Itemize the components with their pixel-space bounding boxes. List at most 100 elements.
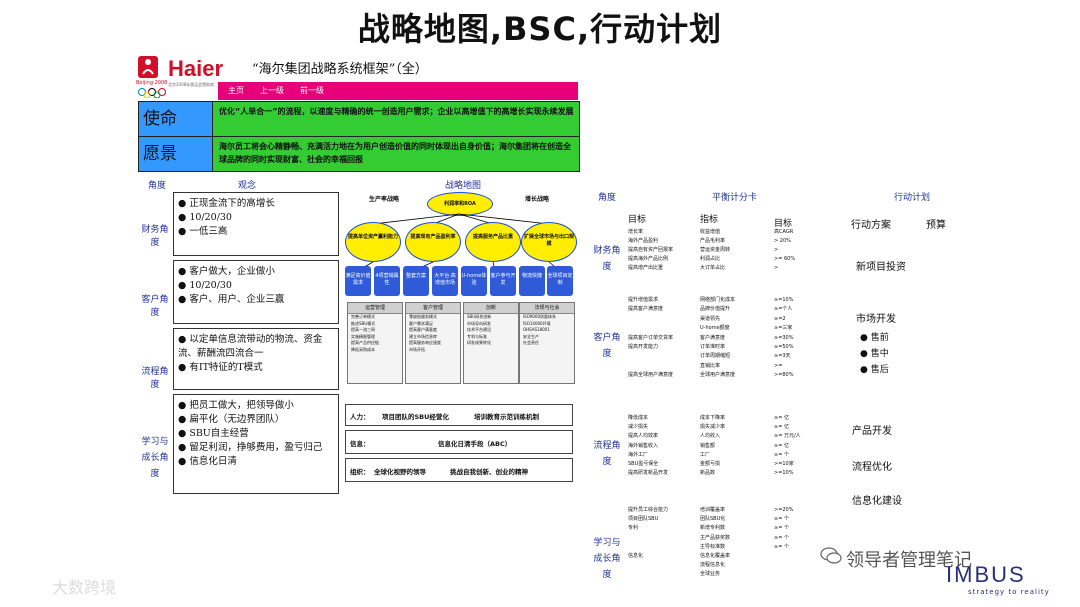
- bsc-indicator: 主产品获奖数: [700, 534, 731, 541]
- bsc-indicator: 订单周期缩短: [700, 353, 731, 360]
- vision-label: 愿景: [139, 137, 213, 171]
- bsc-indicator: 直销比率: [700, 362, 721, 369]
- strategy-map: 战略地图 生产率战略 增长战略 利润率和ROA 提高单位资产赢利能力 提高现有产…: [345, 176, 577, 506]
- bsc-target: >: [774, 265, 779, 271]
- process-box-customer: 客户管理 零缺陷服务模式 客户需求满足 提高客户满意度 建立市场信息库 提高服务…: [405, 302, 461, 384]
- view-box-customer: ● 客户做大，企业做小 ● 10/20/30 ● 客户、用户、企业三赢: [173, 260, 339, 324]
- bsc-target: >=20%: [774, 507, 794, 513]
- bsc-target: ≥=个人: [774, 306, 793, 313]
- bsc-target: ≥=3天: [774, 353, 791, 360]
- haier-logo[interactable]: Haier: [168, 56, 224, 81]
- customer-value-box: 全球项目定制: [547, 266, 573, 296]
- view-line: ● 客户做大，企业做小: [178, 266, 275, 277]
- customer-value-box: 4项营销属性: [374, 266, 400, 296]
- bsc-indicator: 新品数: [700, 470, 716, 477]
- dim-header: 角度: [148, 181, 167, 191]
- customer-value-box: U-home体验: [461, 266, 487, 296]
- action-item: 新项目投资: [856, 262, 906, 273]
- bsc-objective: 提高客户满意度: [628, 306, 664, 313]
- learning-strip-information: 信息： 信息化日清手段（ABC）: [345, 430, 573, 454]
- action-item: 产品开发: [852, 426, 892, 437]
- view-line: ● 正现金流下的高增长: [178, 198, 275, 209]
- framework-title: “海尔集团战略系统框架”（全）: [252, 62, 428, 77]
- bsc-objective: 提高客户订单交货率: [628, 334, 674, 341]
- bsc-indicator: U-home额度: [700, 325, 730, 332]
- bsc-target: ≥=50%: [774, 344, 794, 350]
- bsc-target: ≥= 个: [774, 543, 789, 550]
- view-line: ● 10/20/30: [178, 280, 232, 291]
- view-line: ● 扁平化（无边界团队）: [178, 414, 285, 425]
- bsc-target: ≥= 个: [774, 451, 789, 458]
- learning-strip-people: 人力： 项目团队的SBU经营化 培训教育示范训练机制: [345, 404, 573, 426]
- bsc-title: 平衡计分卡: [712, 193, 758, 203]
- bsc-target: >: [774, 247, 779, 253]
- view-line: ● 一低三高: [178, 226, 228, 237]
- goal-ellipse: 提高现有产品盈利率: [405, 222, 461, 262]
- actions-title: 行动计划: [894, 193, 931, 203]
- dim-customer: 客户角度: [141, 295, 169, 318]
- customer-value-box: 满足高价值需求: [345, 266, 371, 296]
- vision-text: 海尔员工将会心精静畅、充满活力地在为用户创造价值的同时体现出自身价值；海尔集团将…: [219, 142, 571, 164]
- action-subitem: ● 售后: [860, 365, 889, 375]
- bsc-objective: 减少损失: [628, 424, 649, 431]
- bsc-objective: 提高自有资产回报率: [628, 247, 674, 253]
- bsc-indicator: 人均收入: [700, 433, 721, 440]
- bsc-indicator: 培训覆盖率: [700, 507, 726, 513]
- bsc-indicator: 新增专利数: [700, 525, 726, 532]
- bsc-target: ≥=30%: [774, 334, 794, 341]
- bsc-objective: 提高研发新品开发: [628, 470, 669, 477]
- bsc-objective: 海外产品盈利: [628, 238, 659, 244]
- bsc-objective: 项目团队SBU: [628, 516, 659, 523]
- bsc-indicator: 大订单占比: [700, 265, 726, 271]
- bsc-objective: 海外工厂: [628, 451, 649, 458]
- bsc-target: ≥= 亿: [774, 442, 789, 449]
- action-item: 市场开发: [856, 314, 896, 325]
- bsc-target: ≥= 个: [774, 516, 789, 523]
- view-line: ● 客户、用户、企业三赢: [178, 294, 285, 305]
- goal-ellipse: 提高单位资产赢利能力: [345, 222, 401, 262]
- beijing-mark: Beijing 2008: [136, 80, 168, 86]
- bsc-target: ≥= 亿: [774, 424, 789, 431]
- bsc-objective: SBU盈亏保全: [628, 461, 659, 467]
- wechat-watermark: 领导者管理笔记: [846, 550, 972, 571]
- bsc-target: >=80%: [774, 372, 794, 379]
- customer-value-box: 客户参与开发: [490, 266, 516, 296]
- view-box-finance: ● 正现金流下的高增长 ● 10/20/30 ● 一低三高: [173, 192, 339, 256]
- bsc-indicator: 收益增值: [700, 229, 721, 235]
- bsc-target: >=10%: [774, 470, 794, 477]
- bsc-indicator: 网络部门化成本: [700, 297, 736, 303]
- bsc-objective: 提高海外产品比例: [628, 256, 669, 262]
- bsc-dim-label: 客户角度: [593, 333, 621, 360]
- view-line: ● 有IT特征的T模式: [178, 362, 263, 373]
- imbus-tagline: strategy to reality: [968, 588, 1050, 596]
- nav-home[interactable]: 主页: [228, 86, 244, 95]
- action-subitem: ● 售前: [860, 333, 889, 343]
- bsc-col-goal: 目标: [774, 219, 793, 229]
- bsc-indicator: 团队SBU化: [700, 516, 726, 523]
- bsc-objective: 提升增值需求: [628, 297, 659, 303]
- bsc-indicator: 渠道领先: [700, 315, 721, 322]
- process-box-operations: 运营管理 完善订单模式 推进SBU模式 提高一流三网 实施精细管理 提高产品供应…: [347, 302, 403, 384]
- goal-ellipse: 扩展全球市场与出口规模: [521, 222, 577, 262]
- map-title: 战略地图: [445, 181, 482, 191]
- beijing-olympic-emblem-icon: [138, 56, 158, 78]
- bsc-target: ≥=10%: [774, 297, 794, 303]
- bsc-dim-label: 财务角度: [593, 245, 621, 272]
- mission-label: 使命: [139, 102, 213, 136]
- bsc-target: >=10家: [774, 461, 794, 467]
- bsc-objective: 提高增产出比重: [628, 265, 664, 271]
- bsc-indicator: 品牌价值提升: [700, 306, 731, 313]
- sponsor-subtitle: 北京2008年奥运会赞助商: [168, 82, 215, 87]
- bsc-col-indicator: 指标: [700, 215, 719, 225]
- growth-strategy: 增长战略: [525, 196, 550, 203]
- bsc-target: ≥=三家: [774, 325, 793, 332]
- view-line: ● SBU自主经营: [178, 428, 249, 439]
- bsc-indicator: 利润占比: [700, 256, 721, 262]
- dim-learning: 学习与成长角度: [141, 437, 169, 479]
- bsc-target: 高CAGR: [774, 229, 794, 235]
- bsc-indicator: 主导标准数: [700, 543, 726, 550]
- view-line: ● 以定单信息流带动的物流、资金流、薪酬流四流合一: [178, 334, 323, 359]
- nav-previous[interactable]: 前一级: [300, 86, 324, 95]
- bsc-indicator: 产品毛利率: [700, 238, 726, 244]
- nav-up-level[interactable]: 上一级: [260, 86, 284, 95]
